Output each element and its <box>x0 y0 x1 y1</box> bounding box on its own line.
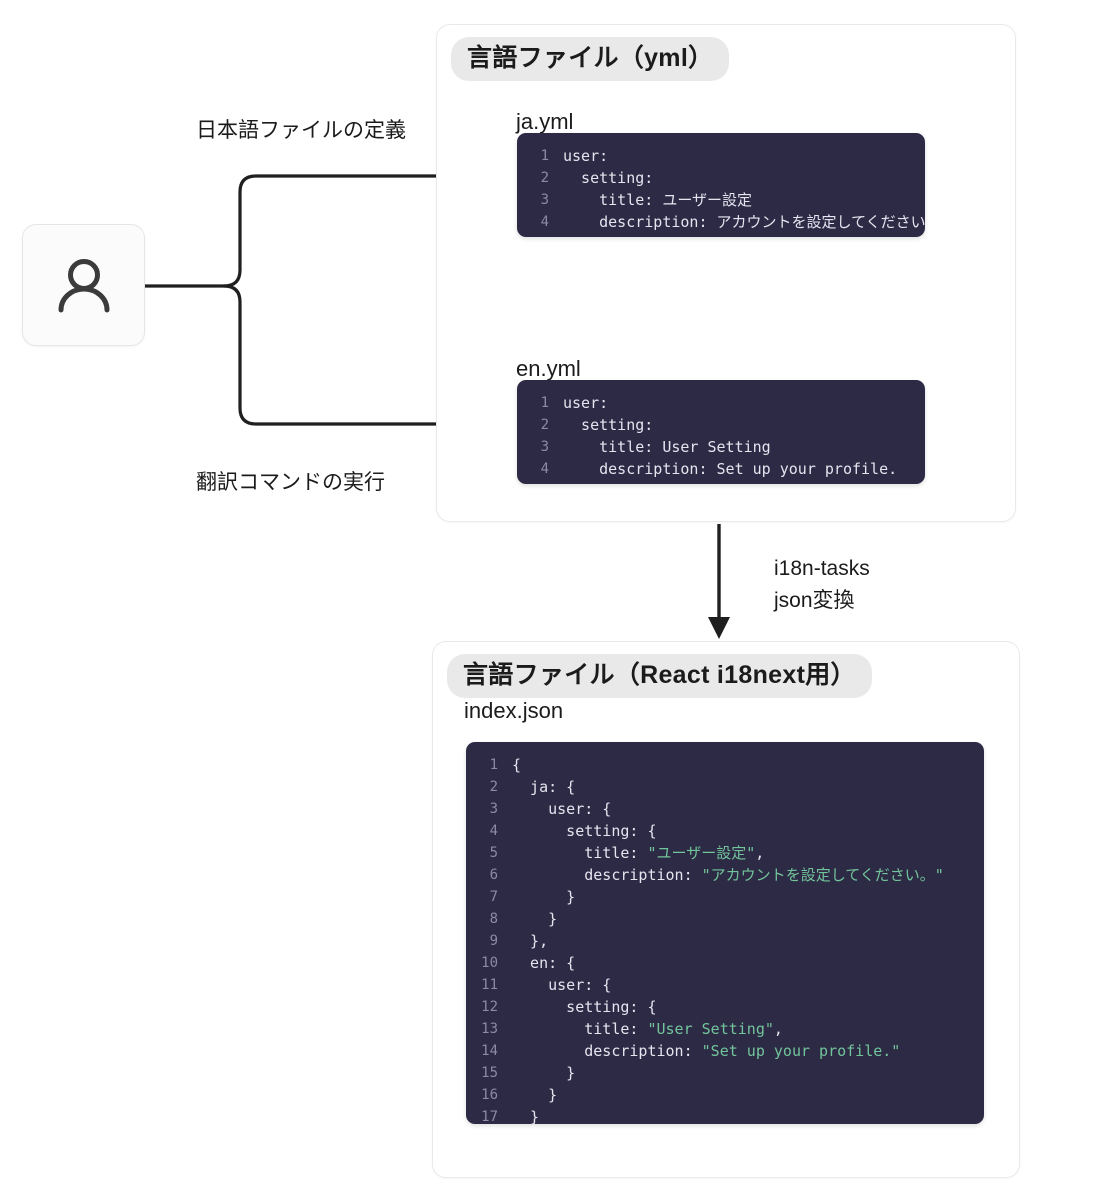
code-text: }, <box>512 932 549 950</box>
code-text: title: "ユーザー設定", <box>512 844 765 862</box>
edge-label-define-japanese: 日本語ファイルの定義 <box>196 119 406 142</box>
code-text: en: { <box>512 954 576 972</box>
line-number: 7 <box>489 889 498 905</box>
code-line: 3 title: ユーザー設定 <box>517 189 925 211</box>
code-text: } <box>512 1064 576 1082</box>
line-number: 3 <box>540 439 549 455</box>
code-text: description: アカウントを設定してください。 <box>563 213 925 231</box>
code-line: 4 description: Set up your profile. <box>517 458 925 480</box>
code-text: } <box>512 1108 540 1124</box>
line-number: 2 <box>489 779 498 795</box>
user-icon <box>58 259 109 313</box>
line-number: 12 <box>481 999 498 1015</box>
code-line: 4 description: アカウントを設定してください。 <box>517 211 925 233</box>
line-number: 1 <box>540 148 549 164</box>
line-number: 5 <box>489 845 498 861</box>
line-number: 15 <box>481 1065 498 1081</box>
code-text: title: "User Setting", <box>512 1020 783 1038</box>
code-line: 7 } <box>466 886 984 908</box>
code-line: 15 } <box>466 1062 984 1084</box>
code-text: description: Set up your profile. <box>563 460 898 478</box>
line-number: 11 <box>481 977 498 993</box>
code-line: 8 } <box>466 908 984 930</box>
code-line: 2 setting: <box>517 414 925 436</box>
actor-user-box <box>22 224 145 346</box>
code-text: user: <box>563 394 609 412</box>
panel-json-badge: 言語ファイル（React i18next用） <box>447 654 872 698</box>
line-number: 10 <box>481 955 498 971</box>
code-line: 2 setting: <box>517 167 925 189</box>
code-text: title: User Setting <box>563 438 771 456</box>
code-text: user: { <box>512 800 612 818</box>
code-text: setting: <box>563 416 654 434</box>
line-number: 4 <box>489 823 498 839</box>
line-number: 6 <box>489 867 498 883</box>
code-line: 1 user: <box>517 392 925 414</box>
code-text: } <box>512 888 576 906</box>
code-text: } <box>512 1086 558 1104</box>
line-number: 17 <box>481 1109 498 1124</box>
line-number: 2 <box>540 170 549 186</box>
line-number: 3 <box>540 192 549 208</box>
file-label-index-json: index.json <box>464 698 564 723</box>
edge-label-run-translate-command: 翻訳コマンドの実行 <box>196 471 385 494</box>
code-line: 4 setting: { <box>466 820 984 842</box>
line-number: 16 <box>481 1087 498 1103</box>
code-line: 17 } <box>466 1106 984 1124</box>
code-line: 10 en: { <box>466 952 984 974</box>
code-line: 1{ <box>466 754 984 776</box>
line-number: 4 <box>540 214 549 230</box>
line-number: 8 <box>489 911 498 927</box>
code-text: setting: { <box>512 822 657 840</box>
code-text: user: { <box>512 976 612 994</box>
code-line: 5 title: "ユーザー設定", <box>466 842 984 864</box>
code-line: 14 description: "Set up your profile." <box>466 1040 984 1062</box>
code-line: 3 user: { <box>466 798 984 820</box>
line-number: 3 <box>489 801 498 817</box>
line-number: 1 <box>489 757 498 773</box>
annotation-i18n-tasks-json: i18n-tasks json変換 <box>774 557 870 612</box>
code-line: 13 title: "User Setting", <box>466 1018 984 1040</box>
file-label-en-yml: en.yml <box>516 356 581 381</box>
panel-yml-badge: 言語ファイル（yml） <box>451 37 730 81</box>
code-text: title: ユーザー設定 <box>563 191 753 209</box>
code-block-index-json: 1{2 ja: {3 user: {4 setting: {5 title: "… <box>466 742 984 1124</box>
code-line: 11 user: { <box>466 974 984 996</box>
code-text: description: "アカウントを設定してください。" <box>512 866 944 884</box>
line-number: 14 <box>481 1043 498 1059</box>
code-text: { <box>512 756 522 774</box>
code-line: 12 setting: { <box>466 996 984 1018</box>
code-text: ja: { <box>512 778 576 796</box>
code-line: 6 description: "アカウントを設定してください。" <box>466 864 984 886</box>
code-text: } <box>512 910 558 928</box>
line-number: 13 <box>481 1021 498 1037</box>
code-line: 1 user: <box>517 145 925 167</box>
code-line: 16 } <box>466 1084 984 1106</box>
file-label-ja-yml: ja.yml <box>516 109 574 134</box>
line-number: 1 <box>540 395 549 411</box>
code-text: description: "Set up your profile." <box>512 1042 901 1060</box>
panel-json: 言語ファイル（React i18next用） index.json 1{2 ja… <box>432 641 1020 1178</box>
code-text: user: <box>563 147 609 165</box>
code-text: setting: <box>563 169 654 187</box>
code-line: 9 }, <box>466 930 984 952</box>
code-line: 3 title: User Setting <box>517 436 925 458</box>
code-line: 2 ja: { <box>466 776 984 798</box>
line-number: 4 <box>540 461 549 477</box>
line-number: 9 <box>489 933 498 949</box>
arrowhead-yml-to-json <box>708 617 730 639</box>
line-number: 2 <box>540 417 549 433</box>
code-text: setting: { <box>512 998 657 1016</box>
